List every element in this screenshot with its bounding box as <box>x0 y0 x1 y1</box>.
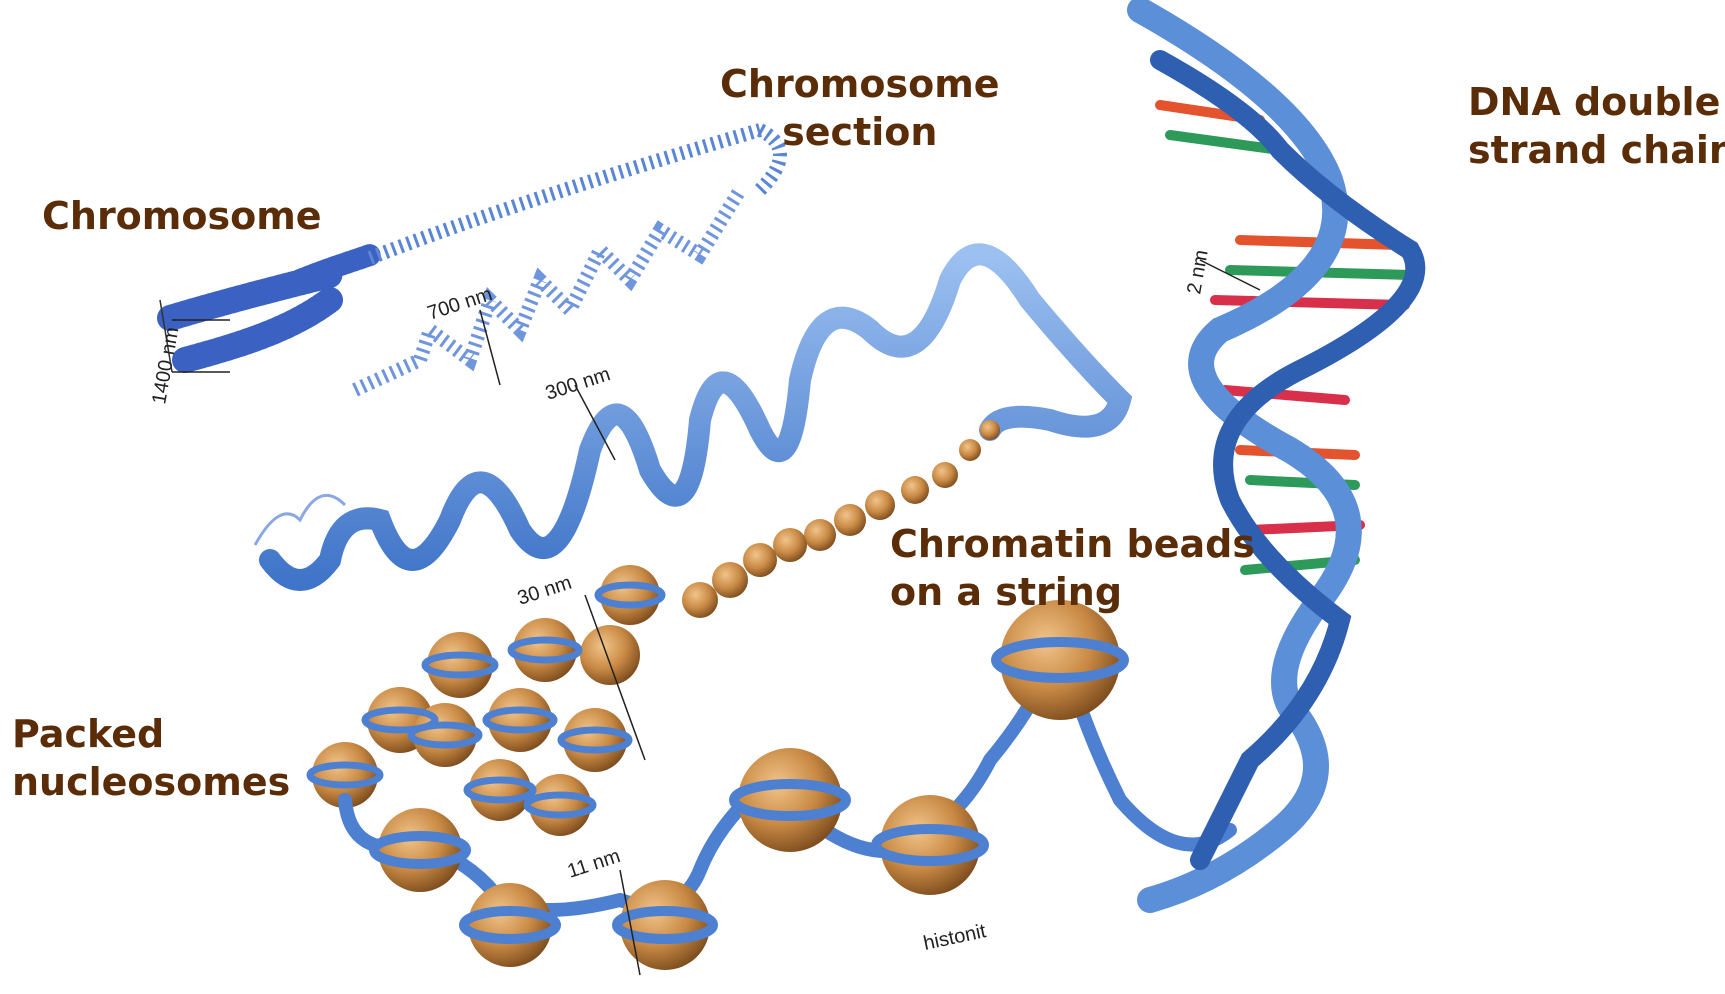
caption-line: DNA double <box>1468 78 1725 126</box>
caption-line: Chromosome <box>42 192 322 240</box>
scale-label-11nm: 11 nm <box>565 845 623 883</box>
histone-label: histonit <box>921 920 988 955</box>
scale-label-300nm: 300 nm <box>543 363 613 405</box>
caption-line: Packed <box>12 710 290 758</box>
caption-packed-nucleosomes: Packed nucleosomes <box>12 710 290 806</box>
caption-line: strand chain <box>1468 126 1725 174</box>
caption-line: section <box>720 108 1000 156</box>
chromosome-section-coil <box>355 130 780 390</box>
scale-label-30nm: 30 nm <box>515 572 575 610</box>
caption-chromatin-beads: Chromatin beads on a string <box>890 520 1255 616</box>
caption-chromosome-section: Chromosome section <box>720 60 1000 156</box>
caption-line: Chromatin beads <box>890 520 1255 568</box>
scale-label-2nm: 2 nm <box>1183 248 1212 296</box>
caption-line: nucleosomes <box>12 758 290 806</box>
dna-double-helix <box>1140 10 1415 900</box>
caption-chromosome: Chromosome <box>42 192 322 240</box>
caption-line: Chromosome <box>720 60 1000 108</box>
scale-label-700nm: 700 nm <box>425 283 495 325</box>
packed-nucleosomes-cluster <box>310 565 662 836</box>
caption-line: on a string <box>890 568 1255 616</box>
chromosome-shape <box>160 255 370 372</box>
caption-dna-double-strand: DNA double strand chain <box>1468 78 1725 174</box>
